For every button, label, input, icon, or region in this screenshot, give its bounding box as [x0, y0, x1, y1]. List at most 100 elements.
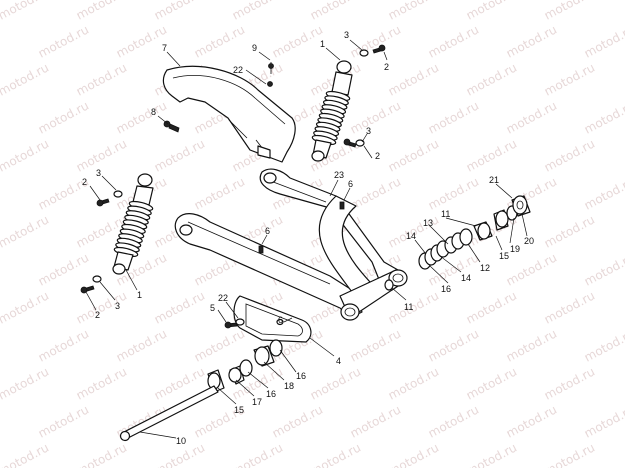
right-shock-absorber [311, 60, 353, 162]
watermark-text: motod.ru [192, 22, 247, 60]
left-shock-absorber [112, 173, 154, 275]
watermark-text: motod.ru [114, 22, 169, 60]
watermark-text: motod.ru [74, 288, 129, 326]
callout-6: 6 [265, 226, 270, 236]
watermark-text: motod.ru [504, 22, 559, 60]
watermark-text: motod.ru [504, 326, 559, 364]
watermark-text: motod.ru [582, 98, 625, 136]
watermark-text: motod.ru [386, 136, 441, 174]
watermark-text: motod.ru [386, 60, 441, 98]
callout-2: 2 [375, 151, 380, 161]
watermark-text: motod.ru [308, 0, 363, 23]
callout-5: 5 [210, 303, 215, 313]
watermark-text: motod.ru [542, 136, 597, 174]
callout-3: 3 [344, 30, 349, 40]
watermark-text: motod.ru [270, 22, 325, 60]
watermark-text: motod.ru [426, 22, 481, 60]
watermark-text: motod.ru [542, 60, 597, 98]
watermark-text: motod.ru [36, 402, 91, 440]
grease-nipple-6-right [339, 201, 345, 210]
watermark-text: motod.ru [0, 440, 51, 468]
collar-11-bottom [384, 279, 394, 291]
callout-19: 19 [510, 244, 520, 254]
watermark-text: motod.ru [542, 212, 597, 250]
callout-10: 10 [176, 436, 186, 446]
watermark-text: motod.ru [114, 326, 169, 364]
callout-2: 2 [384, 62, 389, 72]
watermark-text: motod.ru [464, 60, 519, 98]
callout-22: 22 [218, 293, 228, 303]
callout-12: 12 [480, 263, 490, 273]
callout-8: 8 [151, 107, 156, 117]
watermark-text: motod.ru [74, 364, 129, 402]
callout-3: 3 [96, 168, 101, 178]
watermark-text: motod.ru [270, 402, 325, 440]
callout-16: 16 [296, 371, 306, 381]
small-part-22-top [267, 81, 273, 87]
watermark-text: motod.ru [308, 440, 363, 468]
watermark-text: motod.ru [348, 402, 403, 440]
chain-guard-part [162, 65, 296, 163]
watermark-text: motod.ru [192, 174, 247, 212]
callout-2: 2 [95, 310, 100, 320]
watermark-text: motod.ru [0, 212, 51, 250]
watermark-text: motod.ru [348, 98, 403, 136]
watermark-text: motod.ru [36, 250, 91, 288]
watermark-text: motod.ru [386, 0, 441, 23]
watermark-text: motod.ru [504, 98, 559, 136]
callout-11: 11 [404, 302, 413, 312]
callout-7: 7 [162, 43, 167, 53]
callout-21: 21 [489, 175, 499, 185]
watermark-text: motod.ru [426, 326, 481, 364]
watermark-text: motod.ru [36, 98, 91, 136]
watermark-text: motod.ru [582, 22, 625, 60]
watermark-text: motod.ru [192, 326, 247, 364]
callout-6: 6 [348, 179, 353, 189]
washer-22-mid [235, 318, 245, 326]
watermark-text: motod.ru [348, 22, 403, 60]
callout-2: 2 [82, 177, 87, 187]
watermark-text: motod.ru [0, 288, 51, 326]
pivot-shaft-part [119, 385, 219, 442]
watermark-text: motod.ru [36, 326, 91, 364]
watermark-text: motod.ru [504, 402, 559, 440]
watermark-text: motod.ru [74, 440, 129, 468]
watermark-text: motod.ru [426, 174, 481, 212]
bolt-2-top-right [372, 44, 386, 54]
watermark-text: motod.ru [464, 136, 519, 174]
watermark-text: motod.ru [74, 60, 129, 98]
leader-lines [85, 39, 528, 439]
watermark-text: motod.ru [152, 136, 207, 174]
bolt-2-left [96, 198, 110, 207]
callout-13: 13 [423, 218, 433, 228]
watermark-text: motod.ru [152, 288, 207, 326]
washer-3-bottom-left [92, 275, 102, 283]
chain-slider-part [233, 295, 312, 343]
callout-16: 16 [266, 389, 276, 399]
watermark-text: motod.ru [542, 288, 597, 326]
bolt-9 [268, 62, 274, 74]
watermark-text: motod.ru [308, 364, 363, 402]
watermark-text: motod.ru [386, 440, 441, 468]
watermark-text: motod.ru [582, 326, 625, 364]
watermark-text: motod.ru [74, 0, 129, 23]
pivot-parts-right [418, 195, 531, 270]
grease-nipple-6-left [258, 245, 264, 254]
callout-23: 23 [334, 170, 344, 180]
callout-16: 16 [441, 284, 451, 294]
watermark-text: motod.ru [464, 364, 519, 402]
washer-3-top-right [359, 49, 369, 57]
callout-6: 6 [278, 315, 283, 325]
watermark-text: motod.ru [464, 440, 519, 468]
callout-17: 17 [252, 397, 262, 407]
callout-3: 3 [115, 301, 120, 311]
watermark-text: motod.ru [0, 364, 51, 402]
bolt-5 [224, 321, 238, 329]
callout-14: 14 [406, 231, 416, 241]
washer-3-left [113, 190, 123, 198]
watermark-text: motod.ru [582, 250, 625, 288]
watermark-text: motod.ru [582, 174, 625, 212]
watermark-text: motod.ru [504, 250, 559, 288]
watermark-text: motod.ru [464, 0, 519, 23]
